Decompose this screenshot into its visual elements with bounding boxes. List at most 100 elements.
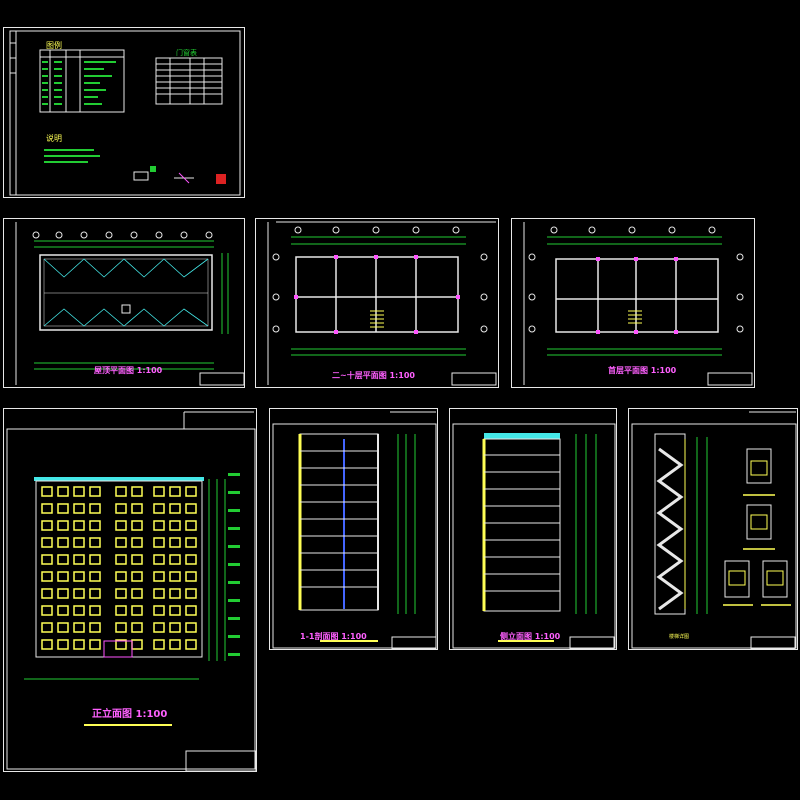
elevation-window — [89, 486, 101, 497]
elevation-window — [153, 605, 165, 616]
notes-drawing — [9, 30, 241, 196]
elevation-window — [57, 520, 69, 531]
elevation-window — [89, 537, 101, 548]
elevation-window — [185, 520, 197, 531]
elevation-window — [169, 486, 181, 497]
front-elevation-drawing — [6, 411, 257, 772]
elevation-window — [115, 486, 127, 497]
ground-plan-title: 首层平面图 1:100 — [608, 366, 677, 375]
elevation-window — [89, 622, 101, 633]
door-window-table-title: 门窗表 — [176, 49, 197, 57]
elevation-window — [89, 520, 101, 531]
side-elevation-drawing — [452, 423, 616, 650]
sheet-front-elevation[interactable]: 正立面图 1:100 — [3, 408, 257, 772]
elevation-window — [131, 503, 143, 514]
elevation-window — [41, 605, 53, 616]
elevation-window — [169, 639, 181, 650]
sheet-notes[interactable]: 图例 说明 门窗表 — [3, 27, 245, 198]
elevation-window — [115, 554, 127, 565]
front-elevation-title: 正立面图 1:100 — [92, 709, 168, 720]
elevation-window — [73, 503, 85, 514]
sheet-standard-floor-plan[interactable]: 二~十层平面图 1:100 — [255, 218, 499, 388]
elevation-window — [153, 554, 165, 565]
elevation-window — [169, 537, 181, 548]
elevation-window — [41, 486, 53, 497]
roof-plan-title: 屋顶平面图 1:100 — [94, 366, 163, 375]
elevation-window — [185, 486, 197, 497]
sheet-ground-floor-plan[interactable]: 首层平面图 1:100 — [511, 218, 755, 388]
elevation-window — [73, 571, 85, 582]
elevation-window — [41, 639, 53, 650]
elevation-window — [153, 639, 165, 650]
elevation-window — [131, 537, 143, 548]
elevation-window — [115, 622, 127, 633]
elevation-window — [153, 537, 165, 548]
elevation-window — [185, 554, 197, 565]
elevation-window — [153, 622, 165, 633]
elevation-window — [41, 588, 53, 599]
elevation-window — [185, 588, 197, 599]
elevation-window — [153, 571, 165, 582]
elevation-window — [169, 605, 181, 616]
sheet-section[interactable]: 1-1剖面图 1:100 — [269, 408, 438, 650]
elevation-window — [131, 571, 143, 582]
elevation-window — [73, 622, 85, 633]
elevation-window — [131, 605, 143, 616]
elevation-window — [41, 520, 53, 531]
elevation-window — [57, 486, 69, 497]
elevation-window — [41, 571, 53, 582]
elevation-window — [89, 554, 101, 565]
stair-detail-title: 楼梯详图 — [669, 634, 690, 640]
elevation-window — [73, 639, 85, 650]
elevation-window — [57, 605, 69, 616]
elevation-window — [57, 554, 69, 565]
sheet-stair-detail[interactable]: 楼梯详图 — [628, 408, 798, 650]
elevation-window — [169, 571, 181, 582]
section-title: 1-1剖面图 1:100 — [300, 632, 367, 641]
elevation-window — [89, 571, 101, 582]
elevation-window — [185, 639, 197, 650]
elevation-window — [115, 571, 127, 582]
standard-plan-drawing — [267, 221, 497, 386]
legend-heading: 图例 — [46, 41, 62, 50]
elevation-window — [169, 520, 181, 531]
elevation-window — [131, 588, 143, 599]
elevation-window — [131, 520, 143, 531]
standard-plan-title: 二~十层平面图 1:100 — [332, 371, 415, 380]
elevation-window — [185, 571, 197, 582]
elevation-window — [131, 554, 143, 565]
elevation-window — [73, 554, 85, 565]
section-drawing — [272, 411, 437, 650]
elevation-window — [115, 537, 127, 548]
elevation-window — [89, 588, 101, 599]
elevation-window — [73, 605, 85, 616]
elevation-window — [115, 588, 127, 599]
sheet-side-elevation[interactable]: 侧立面图 1:100 — [449, 408, 617, 650]
sheet-roof-plan[interactable]: 屋顶平面图 1:100 — [3, 218, 245, 388]
elevation-window — [41, 622, 53, 633]
notes-heading: 说明 — [46, 134, 62, 143]
elevation-window — [57, 622, 69, 633]
elevation-window — [185, 503, 197, 514]
elevation-window — [169, 554, 181, 565]
elevation-window — [57, 537, 69, 548]
elevation-window — [73, 588, 85, 599]
elevation-window — [89, 639, 101, 650]
elevation-window — [115, 605, 127, 616]
elevation-window — [41, 537, 53, 548]
elevation-window — [131, 639, 143, 650]
side-elevation-title: 侧立面图 1:100 — [500, 632, 561, 641]
elevation-window — [57, 571, 69, 582]
ground-plan-drawing — [523, 222, 753, 386]
elevation-window — [89, 503, 101, 514]
elevation-window — [73, 537, 85, 548]
elevation-window — [153, 520, 165, 531]
elevation-window — [41, 554, 53, 565]
elevation-window — [169, 588, 181, 599]
elevation-window — [185, 605, 197, 616]
elevation-window — [169, 503, 181, 514]
elevation-window — [153, 503, 165, 514]
stair-detail-drawing — [631, 411, 797, 650]
elevation-window — [131, 486, 143, 497]
elevation-window — [115, 503, 127, 514]
